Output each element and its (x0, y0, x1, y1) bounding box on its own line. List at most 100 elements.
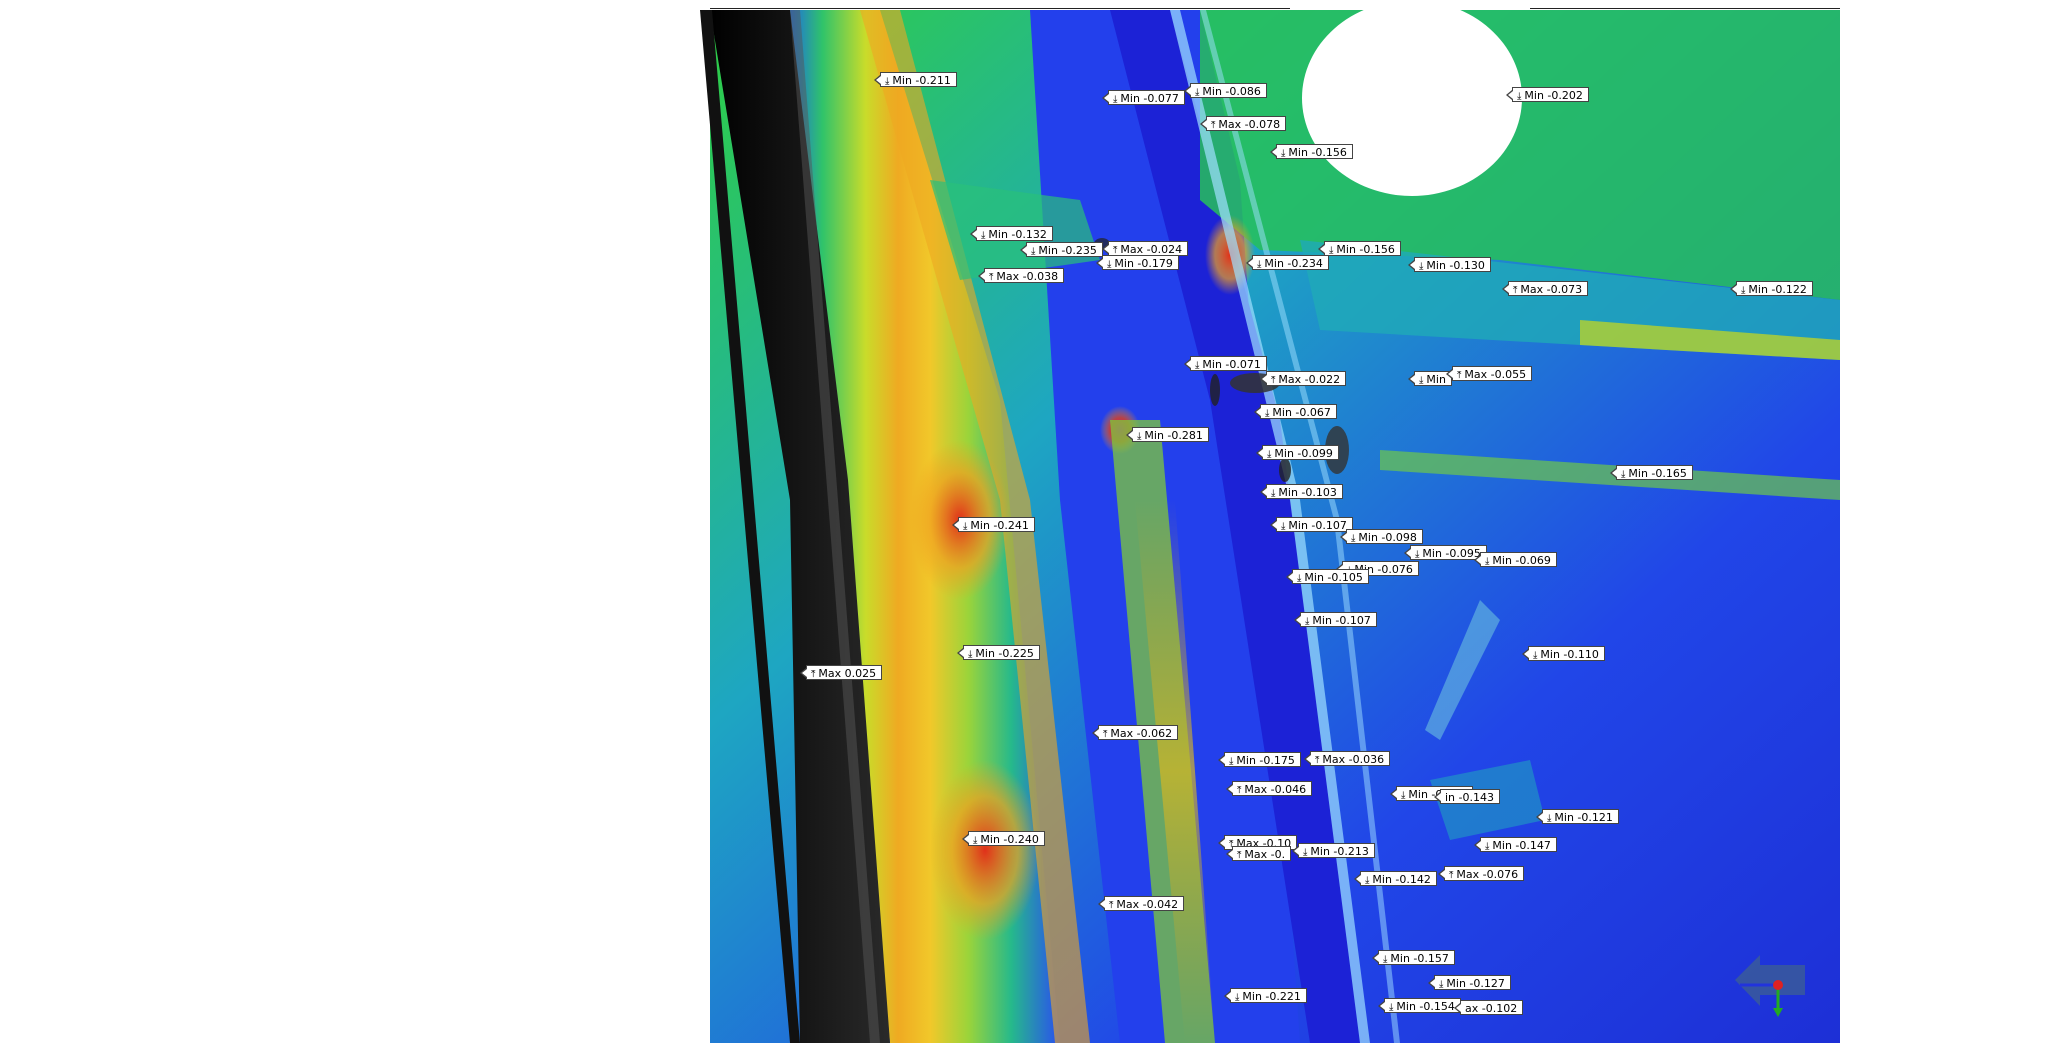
probe-label-33[interactable]: ⤓Min -0.107 (1294, 612, 1377, 627)
probe-label-text: Min -0.076 (1354, 563, 1413, 576)
min-marker-icon: ⤓ (1485, 841, 1490, 852)
probe-label-8[interactable]: ⤓Min -0.235 (1020, 242, 1103, 257)
probe-label-7[interactable]: ⤓Min -0.132 (970, 226, 1053, 241)
probe-label-4[interactable]: ⤒Max -0.078 (1199, 116, 1287, 131)
probe-label-text: Min -0.202 (1524, 89, 1583, 102)
probe-label-12[interactable]: ⤓Min -0.234 (1246, 255, 1329, 270)
probe-label-15[interactable]: ⤒Max -0.073 (1501, 281, 1589, 296)
probe-label-29[interactable]: ⤓Min -0.095 (1404, 545, 1487, 560)
probe-label-54[interactable]: ⤓Min -0.221 (1224, 988, 1307, 1003)
probe-label-text: Max -0.062 (1110, 727, 1173, 740)
max-marker-icon: ⤒ (1449, 870, 1454, 881)
probe-label-text: Min -0.086 (1202, 85, 1261, 98)
probe-label-18[interactable]: ⤒Max -0.022 (1259, 371, 1347, 386)
probe-label-text: Min -0.077 (1120, 92, 1179, 105)
min-marker-icon: ⤓ (1113, 94, 1118, 105)
probe-label-text: Min -0.179 (1114, 257, 1173, 270)
probe-label-46[interactable]: ⤒Max -0. (1225, 846, 1292, 861)
probe-label-text: Min -0.122 (1748, 283, 1807, 296)
probe-label-6[interactable]: ⤓Min -0.202 (1506, 87, 1589, 102)
probe-label-56[interactable]: ax -0.102 (1453, 1000, 1524, 1015)
probe-label-text: Min -0.221 (1242, 990, 1301, 1003)
probe-label-13[interactable]: ⤓Min -0.130 (1408, 257, 1491, 272)
probe-label-14[interactable]: ⤒Max -0.038 (977, 268, 1065, 283)
probe-label-55[interactable]: ⤓Min -0.154 (1378, 998, 1461, 1013)
probe-label-17[interactable]: ⤓Min -0.071 (1184, 356, 1267, 371)
probe-label-24[interactable]: ⤓Min -0.165 (1610, 465, 1693, 480)
probe-label-30[interactable]: ⤓Min -0.069 (1474, 552, 1557, 567)
probe-label-44[interactable]: ⤓Min -0.240 (962, 831, 1045, 846)
probe-label-19[interactable]: ⤓Min (1408, 371, 1452, 386)
probe-label-48[interactable]: ⤓Min -0.147 (1474, 837, 1557, 852)
probe-label-38[interactable]: ⤓Min -0.175 (1218, 752, 1301, 767)
probe-label-text: Min -0.154 (1396, 1000, 1455, 1013)
probe-label-text: Min -0.142 (1372, 873, 1431, 886)
probe-label-1[interactable]: ⤓Min -0.211 (874, 72, 957, 87)
probe-label-16[interactable]: ⤓Min -0.122 (1730, 281, 1813, 296)
probe-label-text: Min -0.105 (1304, 571, 1363, 584)
probe-label-35[interactable]: ⤓Min -0.110 (1522, 646, 1605, 661)
probe-label-43[interactable]: ⤓Min -0.121 (1536, 809, 1619, 824)
probe-label-28[interactable]: ⤓Min -0.098 (1340, 529, 1423, 544)
probe-label-5[interactable]: ⤓Min -0.156 (1270, 144, 1353, 159)
probe-label-21[interactable]: ⤓Min -0.067 (1254, 404, 1337, 419)
max-marker-icon: ⤒ (811, 669, 816, 680)
probe-label-34[interactable]: ⤓Min -0.225 (957, 645, 1040, 660)
max-marker-icon: ⤒ (1513, 285, 1518, 296)
min-marker-icon: ⤓ (1547, 813, 1552, 824)
min-marker-icon: ⤓ (885, 76, 890, 87)
probe-label-3[interactable]: ⤓Min -0.086 (1184, 83, 1267, 98)
probe-label-text: Min -0.098 (1358, 531, 1417, 544)
probe-label-text: Min -0.110 (1540, 648, 1599, 661)
probe-label-22[interactable]: ⤓Min -0.281 (1126, 427, 1209, 442)
probe-label-text: Max -0.073 (1520, 283, 1583, 296)
probe-label-47[interactable]: ⤓Min -0.213 (1292, 843, 1375, 858)
probe-label-53[interactable]: ⤓Min -0.127 (1428, 975, 1511, 990)
probe-label-36[interactable]: ⤒Max 0.025 (799, 665, 883, 680)
probe-label-2[interactable]: ⤓Min -0.077 (1102, 90, 1185, 105)
probe-label-52[interactable]: ⤓Min -0.157 (1372, 950, 1455, 965)
min-marker-icon: ⤓ (1195, 87, 1200, 98)
min-marker-icon: ⤓ (1257, 259, 1262, 270)
probe-label-text: Min -0.241 (970, 519, 1029, 532)
min-marker-icon: ⤓ (1265, 408, 1270, 419)
probe-label-text: Min -0.071 (1202, 358, 1261, 371)
probe-label-10[interactable]: ⤓Min -0.179 (1096, 255, 1179, 270)
probe-label-23[interactable]: ⤓Min -0.099 (1256, 445, 1339, 460)
probe-label-25[interactable]: ⤓Min -0.103 (1260, 484, 1343, 499)
min-marker-icon: ⤓ (1415, 549, 1420, 560)
probe-label-text: Min -0.107 (1312, 614, 1371, 627)
axis-triad-icon[interactable]: z (1726, 955, 1805, 1017)
min-marker-icon: ⤓ (1107, 259, 1112, 270)
probe-label-text: Max -0.042 (1116, 898, 1179, 911)
min-marker-icon: ⤓ (1281, 521, 1286, 532)
probe-label-51[interactable]: ⤒Max -0.042 (1097, 896, 1185, 911)
min-marker-icon: ⤓ (1741, 285, 1746, 296)
min-marker-icon: ⤓ (1419, 375, 1424, 386)
min-marker-icon: ⤓ (1389, 1002, 1394, 1013)
probe-label-text: Min -0.107 (1288, 519, 1347, 532)
probe-label-11[interactable]: ⤓Min -0.156 (1318, 241, 1401, 256)
probe-label-text: Min -0.103 (1278, 486, 1337, 499)
probe-label-text: ax -0.102 (1465, 1002, 1518, 1015)
probe-label-text: Min -0.211 (892, 74, 951, 87)
max-marker-icon: ⤒ (1237, 785, 1242, 796)
probe-label-9[interactable]: ⤒Max -0.024 (1101, 241, 1189, 256)
probe-label-27[interactable]: ⤓Min -0.107 (1270, 517, 1353, 532)
probe-label-text: Max -0.024 (1120, 243, 1183, 256)
probe-label-39[interactable]: ⤒Max -0.036 (1303, 751, 1391, 766)
probe-label-42[interactable]: in -0.143 (1434, 789, 1500, 804)
probe-label-26[interactable]: ⤓Min -0.241 (952, 517, 1035, 532)
probe-label-37[interactable]: ⤒Max -0.062 (1091, 725, 1179, 740)
probe-label-text: Min -0.067 (1272, 406, 1331, 419)
probe-label-text: Min -0.095 (1422, 547, 1481, 560)
probe-label-32[interactable]: ⤓Min -0.105 (1286, 569, 1369, 584)
probe-label-20[interactable]: ⤒Max -0.055 (1445, 366, 1533, 381)
probe-label-text: Min -0.132 (988, 228, 1047, 241)
min-marker-icon: ⤓ (1383, 954, 1388, 965)
probe-label-text: Max -0.036 (1322, 753, 1385, 766)
probe-label-40[interactable]: ⤒Max -0.046 (1225, 781, 1313, 796)
probe-label-50[interactable]: ⤒Max -0.076 (1437, 866, 1525, 881)
probe-label-49[interactable]: ⤓Min -0.142 (1354, 871, 1437, 886)
